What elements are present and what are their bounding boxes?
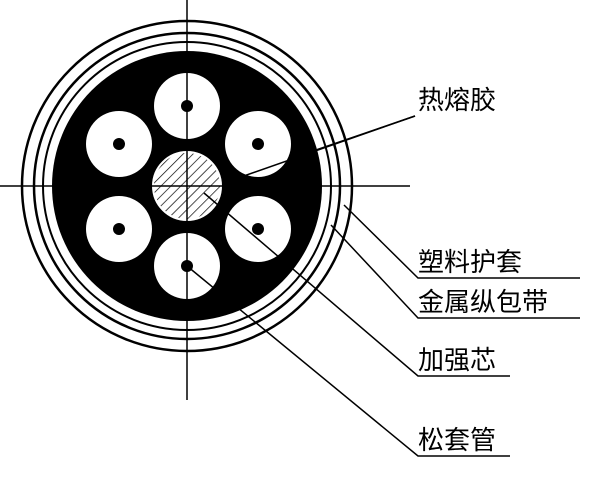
- leader-plastic-sheath: [343, 204, 580, 279]
- fiber-dot: [113, 138, 125, 150]
- label-loose-tube: 松套管: [418, 426, 497, 456]
- leader-metal-wrap-tape: [330, 224, 580, 319]
- label-plastic-sheath: 塑料护套: [418, 248, 523, 278]
- label-hot-melt: 热熔胶: [418, 86, 497, 116]
- fiber-dot: [252, 223, 264, 235]
- leader-strength-member: [203, 192, 510, 377]
- fiber-dot: [113, 223, 125, 235]
- leader-loose-tube: [186, 265, 510, 457]
- leader-lines: [186, 115, 580, 457]
- label-metal-wrap-tape: 金属纵包带: [418, 288, 549, 318]
- leader-hot-melt-b: [315, 115, 416, 151]
- fiber-dot: [252, 138, 264, 150]
- label-strength-member: 加强芯: [418, 346, 497, 376]
